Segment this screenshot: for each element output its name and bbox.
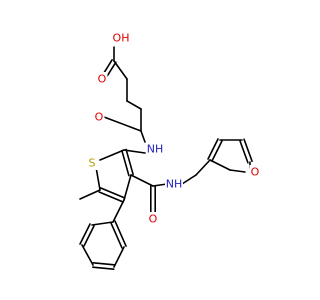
atom-bg-o_amide1 [93, 110, 105, 124]
atom-bg-o_amide2 [147, 212, 159, 226]
bond-ph-2-b [83, 225, 95, 247]
bond-ph-3 [81, 244, 94, 266]
bond-c2-s [99, 149, 125, 161]
bond-layer [79, 46, 253, 270]
bond-c5-o-amide1-a [103, 116, 142, 132]
bond-ch2-furan [195, 159, 211, 176]
bond-methyl [79, 189, 101, 200]
atom-bg-n_amide1 [146, 142, 164, 156]
bond-ph-4-b [92, 262, 116, 266]
atom-label-n_amide2: NH [166, 178, 183, 191]
atom-label-o_amide1: O [95, 111, 104, 124]
bond-ph-5 [113, 246, 125, 268]
atom-label-o_amide2: O [149, 213, 158, 226]
molecule-structure: OH O O NH S O NH O [79, 31, 261, 270]
bond-o-f2 [209, 159, 231, 171]
bond-f4-f5-a [239, 139, 249, 164]
atom-bg-o_furan [249, 165, 261, 179]
bond-c3-c2-b [121, 149, 130, 177]
atom-bg-s_thio [86, 156, 98, 170]
bond-c4-c3 [123, 174, 132, 201]
bond-c5-n-amide1 [140, 130, 146, 143]
bond-c5-c4-a [98, 191, 124, 203]
atom-bg-o_oh [112, 31, 130, 45]
bond-o-f2a [229, 169, 246, 173]
atom-bg-n_amide2 [165, 177, 183, 191]
bond-s-c5 [95, 166, 101, 191]
bond-f4-f5-b [243, 138, 253, 163]
bond-c5-c4-b [100, 187, 126, 199]
bond-f2-f3-a [211, 140, 223, 162]
bond-c-o-acid-1-b [105, 61, 117, 79]
bond-c-n-amide2 [152, 183, 168, 187]
bond-n-c-thio [123, 149, 146, 154]
atom-label-o_acid: O [98, 73, 107, 86]
atom-label-s_thio: S [89, 157, 96, 170]
atom-label-o_furan: O [251, 166, 260, 179]
bond-c3-c2-a [125, 148, 134, 176]
atom-bg-o_acid [96, 72, 108, 86]
bond-f2-f3-b [207, 138, 219, 160]
atom-label-o_oh: OH [113, 32, 130, 45]
bond-c4-ph [112, 199, 125, 223]
bond-n-ch2 [181, 174, 197, 185]
bond-ph-1 [91, 221, 114, 226]
bond-ph-6-a [114, 220, 127, 247]
bond-c1-c2 [113, 60, 128, 80]
bond-c3-c4 [126, 100, 142, 110]
bond-ph-2-a [79, 223, 91, 245]
bond-c3-c-amide2 [130, 174, 154, 187]
atom-label-n_amide1: NH [147, 143, 164, 156]
bond-ph-6-b [110, 222, 123, 249]
bond-ph-4-a [91, 266, 115, 270]
atom-label-layer: OH O O NH S O NH O [86, 31, 261, 226]
